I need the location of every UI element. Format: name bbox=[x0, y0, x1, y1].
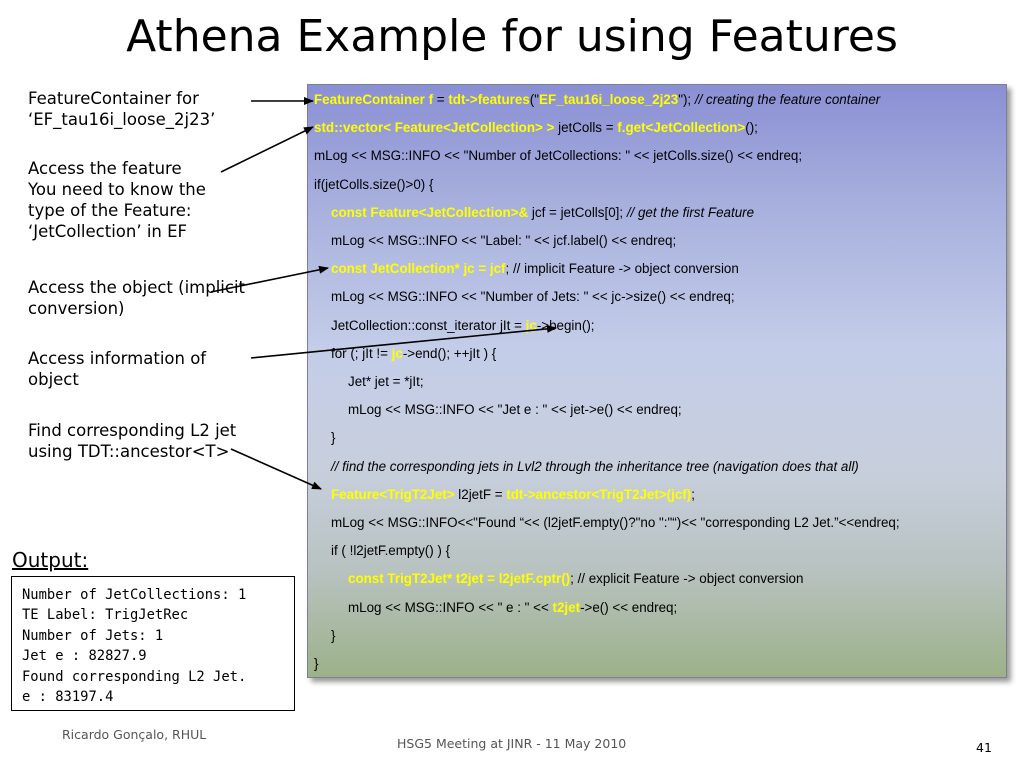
code-token: Feature<TrigT2Jet> bbox=[331, 486, 455, 502]
code-token: mLog << MSG::INFO << " e : " << bbox=[348, 599, 553, 615]
note-access-object: Access the object (implicit conversion) bbox=[28, 277, 245, 319]
slide-title: Athena Example for using Features bbox=[126, 11, 898, 62]
note-line: Find corresponding L2 jet bbox=[28, 421, 237, 440]
code-line: const Feature<JetCollection>& jcf = jetC… bbox=[331, 204, 754, 222]
note-line: object bbox=[28, 370, 79, 389]
code-token: // creating the feature container bbox=[694, 92, 881, 107]
code-token: mLog << MSG::INFO << "Label: " << jcf.la… bbox=[331, 233, 677, 248]
code-token: FeatureContainer f bbox=[314, 92, 434, 107]
code-token: ->e() << endreq; bbox=[580, 599, 678, 615]
arrow-access-information bbox=[250, 324, 557, 359]
note-line: ‘JetCollection’ in EF bbox=[28, 222, 188, 241]
code-line: Jet* jet = *jIt; bbox=[348, 373, 424, 391]
note-line: conversion) bbox=[28, 299, 125, 318]
code-token: JetCollection::const_iterator jIt = bbox=[331, 317, 526, 333]
code-token: } bbox=[331, 627, 336, 643]
code-token: } bbox=[314, 656, 319, 671]
code-line: Feature<TrigT2Jet> l2jetF = tdt->ancesto… bbox=[331, 486, 695, 504]
code-line: if ( !l2jetF.empty() ) { bbox=[331, 542, 450, 560]
code-token: EF_tau16i_loose_2j23 bbox=[539, 92, 679, 107]
code-token: const TrigT2Jet* t2jet = l2jetF.cptr() bbox=[348, 571, 571, 587]
code-line: const TrigT2Jet* t2jet = l2jetF.cptr(); … bbox=[348, 570, 803, 588]
code-token: = bbox=[433, 92, 449, 107]
code-token: if ( !l2jetF.empty() ) { bbox=[331, 543, 451, 559]
code-token: if(jetColls.size()>0) { bbox=[314, 176, 434, 192]
code-token: t2jet bbox=[552, 599, 581, 615]
note-access-feature: Access the feature You need to know the … bbox=[28, 158, 206, 242]
code-token: jetColls = bbox=[554, 120, 618, 136]
code-line: } bbox=[331, 627, 335, 645]
code-token: f.get<JetCollection> bbox=[617, 120, 746, 136]
output-console: Number of JetCollections: 1 TE Label: Tr… bbox=[11, 576, 295, 711]
code-line: FeatureContainer f = tdt->features("EF_t… bbox=[314, 91, 880, 109]
note-feature-container: FeatureContainer for ‘EF_tau16i_loose_2j… bbox=[28, 88, 215, 130]
arrow-find-l2-jet bbox=[230, 448, 322, 490]
code-line: mLog << MSG::INFO<<"Found “<< (l2jetF.em… bbox=[331, 514, 900, 532]
code-token: for (; jIt != bbox=[331, 345, 392, 361]
code-token: mLog << MSG::INFO << "Number of JetColle… bbox=[314, 148, 803, 164]
note-line: using TDT::ancestor<T> bbox=[28, 442, 230, 461]
note-line: type of the Feature: bbox=[28, 201, 192, 220]
note-find-l2-jet: Find corresponding L2 jet using TDT::anc… bbox=[28, 420, 236, 462]
note-line: ‘EF_tau16i_loose_2j23’ bbox=[28, 110, 216, 129]
note-line: FeatureContainer for bbox=[28, 89, 199, 108]
code-panel: FeatureContainer f = tdt->features("EF_t… bbox=[307, 84, 1007, 678]
code-line: mLog << MSG::INFO << "Label: " << jcf.la… bbox=[331, 232, 676, 250]
code-token: jc bbox=[525, 317, 537, 333]
note-line: Access the feature bbox=[28, 159, 182, 178]
code-token: tdt->ancestor<TrigT2Jet>(jcf) bbox=[506, 486, 692, 502]
code-line: const JetCollection* jc = jcf; // implic… bbox=[331, 260, 739, 278]
code-line: if(jetColls.size()>0) { bbox=[314, 176, 433, 194]
code-line: for (; jIt != jc->end(); ++jIt ) { bbox=[331, 345, 496, 363]
code-line: mLog << MSG::INFO << " e : " << t2jet->e… bbox=[348, 599, 677, 617]
code-line: } bbox=[314, 655, 318, 673]
code-token: // find the corresponding jets in Lvl2 t… bbox=[331, 458, 859, 474]
code-token: Jet* jet = *jIt; bbox=[348, 374, 424, 389]
code-line: mLog << MSG::INFO << "Number of JetColle… bbox=[314, 147, 802, 165]
code-token: ; // implicit Feature -> object conversi… bbox=[505, 261, 739, 277]
footer-meeting: HSG5 Meeting at JINR - 11 May 2010 bbox=[397, 736, 627, 751]
code-token: } bbox=[331, 430, 336, 446]
code-token: l2jetF = bbox=[454, 486, 507, 502]
code-token: mLog << MSG::INFO<<"Found “<< (l2jetF.em… bbox=[331, 515, 900, 530]
code-line: mLog << MSG::INFO << "Number of Jets: " … bbox=[331, 288, 735, 306]
code-token: std::vector< Feature<JetCollection> > bbox=[314, 120, 555, 136]
code-token: "); bbox=[678, 92, 695, 107]
arrow-access-object bbox=[210, 265, 329, 293]
page-number: 41 bbox=[976, 740, 992, 755]
code-token: ->end(); ++jIt ) { bbox=[402, 345, 497, 361]
note-line: Access the object (implicit bbox=[28, 278, 246, 297]
code-line: } bbox=[331, 429, 335, 447]
code-token: mLog << MSG::INFO << "Number of Jets: " … bbox=[331, 289, 735, 305]
arrow-access-feature bbox=[220, 126, 314, 173]
code-line: mLog << MSG::INFO << "Jet e : " << jet->… bbox=[348, 401, 682, 419]
code-token: jcf = jetColls[0]; bbox=[528, 204, 627, 220]
code-token: mLog << MSG::INFO << "Jet e : " << jet->… bbox=[348, 402, 682, 418]
code-token: ; bbox=[691, 486, 695, 502]
code-line: std::vector< Feature<JetCollection> > je… bbox=[314, 119, 758, 137]
footer-author: Ricardo Gonçalo, RHUL bbox=[62, 727, 207, 742]
code-token: // get the first Feature bbox=[626, 204, 755, 220]
note-line: Access information of bbox=[28, 349, 207, 368]
note-access-information: Access information of object bbox=[28, 348, 206, 390]
code-token: ; // explicit Feature -> object conversi… bbox=[570, 571, 804, 587]
note-line: You need to know the bbox=[28, 180, 206, 199]
code-token: tdt->features bbox=[448, 92, 530, 107]
code-token: const JetCollection* jc = jcf bbox=[331, 261, 506, 277]
code-token: (" bbox=[529, 92, 540, 107]
code-token: (); bbox=[745, 120, 758, 136]
output-label: Output: bbox=[12, 548, 89, 572]
code-line: // find the corresponding jets in Lvl2 t… bbox=[331, 458, 859, 476]
code-token: const Feature<JetCollection>& bbox=[331, 204, 529, 220]
code-token: jc bbox=[391, 345, 403, 361]
